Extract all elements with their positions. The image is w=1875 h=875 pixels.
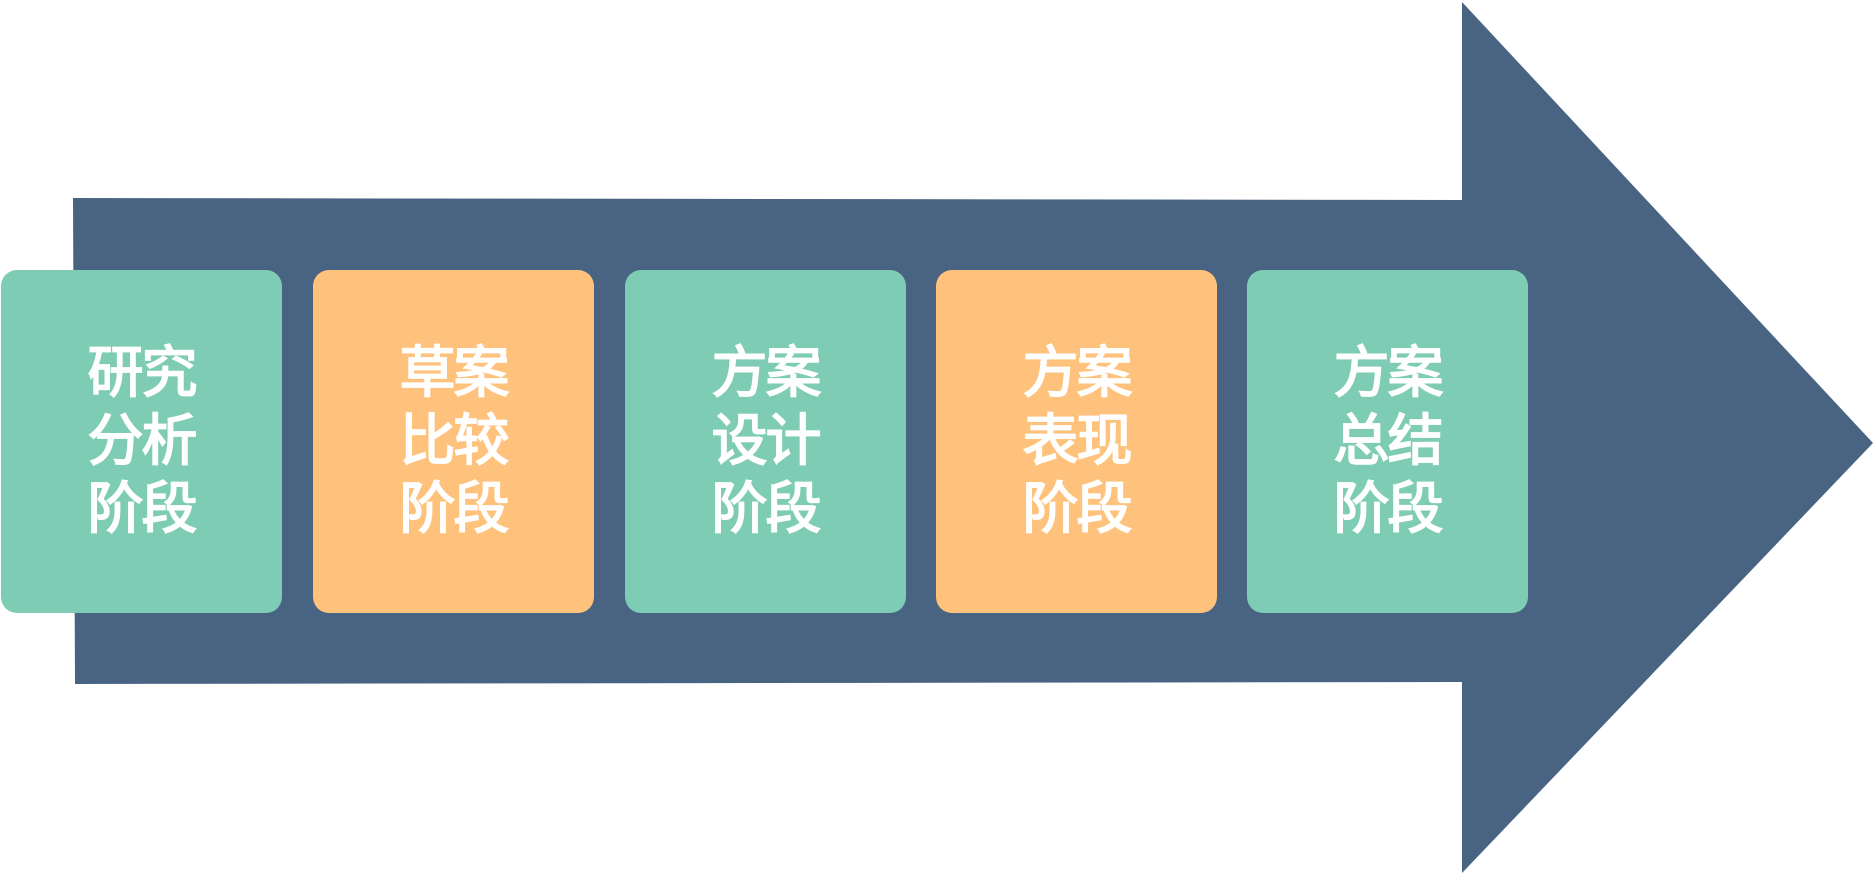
stage-label-line: 方案 — [711, 340, 822, 406]
stage-label-line: 阶段 — [399, 476, 510, 542]
stage-card-scheme-presentation: 方案 表现 阶段 — [936, 270, 1217, 613]
stage-label-line: 阶段 — [1333, 476, 1444, 542]
stage-label-line: 草案 — [399, 340, 510, 406]
stage-label-line: 阶段 — [1022, 476, 1133, 542]
stage-label-line: 分析 — [87, 408, 198, 474]
stage-label-line: 表现 — [1022, 408, 1133, 474]
stage-label-line: 阶段 — [711, 476, 822, 542]
stage-card-research-analysis: 研究 分析 阶段 — [1, 270, 282, 613]
stage-card-draft-comparison: 草案 比较 阶段 — [313, 270, 594, 613]
stage-label-line: 方案 — [1022, 340, 1133, 406]
stage-card-scheme-summary: 方案 总结 阶段 — [1247, 270, 1528, 613]
stage-label-line: 阶段 — [87, 476, 198, 542]
stage-label-line: 比较 — [399, 408, 510, 474]
stage-label-line: 总结 — [1333, 408, 1444, 474]
stage-label-line: 方案 — [1333, 340, 1444, 406]
stage-label-line: 研究 — [87, 340, 198, 406]
stage-label-line: 设计 — [711, 408, 822, 474]
stage-card-scheme-design: 方案 设计 阶段 — [625, 270, 906, 613]
